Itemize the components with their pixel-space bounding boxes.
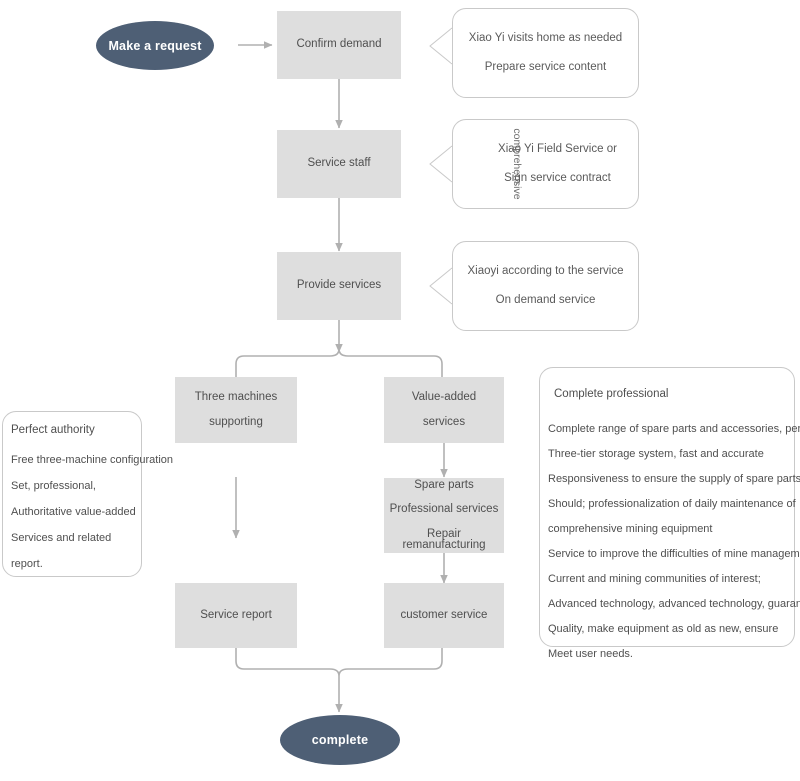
step-provide-services[interactable]: Provide services <box>277 252 401 320</box>
panel-line: Current and mining communities of intere… <box>548 573 761 585</box>
panel-perfect-authority-title: Perfect authority <box>11 424 95 436</box>
step-service-report[interactable]: Service report <box>175 583 297 648</box>
step-service-report-label: Service report <box>200 608 272 621</box>
panel-line: Quality, make equipment as old as new, e… <box>548 623 779 635</box>
merge-brace <box>235 647 443 677</box>
panel-line: Meet user needs. <box>548 648 633 660</box>
callout-provide-line1: Xiaoyi according to the service <box>467 265 624 277</box>
callout-staff-line1: Xiao Yi Field Service or <box>498 143 617 155</box>
panel-perfect-authority[interactable]: Perfect authority Free three-machine con… <box>2 411 174 577</box>
step-service-staff[interactable]: Service staff <box>277 130 401 198</box>
step-spare-parts-line2: Professional services <box>389 503 499 515</box>
end-terminator-label: complete <box>311 733 369 747</box>
step-three-machines-supporting[interactable]: Three machines supporting <box>175 377 297 443</box>
step-spare-parts-line1: Spare parts <box>414 478 474 491</box>
callout-tail-staff <box>429 145 453 183</box>
step-three-machines-line1: Three machines <box>194 391 278 403</box>
callout-provide-line2: On demand service <box>495 293 596 306</box>
panel-line: Advanced technology, advanced technology… <box>548 598 800 610</box>
start-terminator-label: Make a request <box>108 38 202 53</box>
panel-complete-professional-lines: Complete range of spare parts and access… <box>548 423 800 660</box>
callout-provide-services[interactable]: Xiaoyi according to the service On deman… <box>452 241 639 331</box>
step-customer-service[interactable]: customer service <box>384 583 504 648</box>
callout-tail-confirm <box>429 27 453 65</box>
callout-tail-provide <box>429 267 453 305</box>
split-brace <box>235 348 443 378</box>
callout-confirm-demand[interactable]: Xiao Yi visits home as needed Prepare se… <box>452 8 639 98</box>
panel-perfect-authority-lines: Free three-machine configuration Set, pr… <box>11 454 174 570</box>
step-confirm-demand-label: Confirm demand <box>296 38 382 51</box>
step-customer-service-label: customer service <box>400 608 488 621</box>
panel-line: Free three-machine configuration <box>11 454 174 466</box>
step-confirm-demand[interactable]: Confirm demand <box>277 11 401 79</box>
panel-line: report. <box>11 558 43 570</box>
panel-line: Three-tier storage system, fast and accu… <box>548 448 764 460</box>
end-terminator[interactable]: complete <box>280 715 400 765</box>
step-service-staff-label: Service staff <box>307 157 371 170</box>
panel-line: Complete range of spare parts and access… <box>548 423 800 435</box>
callout-confirm-line1: Xiao Yi visits home as needed <box>468 32 623 44</box>
panel-line: Set, professional, <box>11 480 96 492</box>
panel-complete-professional-title: Complete professional <box>554 388 669 400</box>
panel-line: Services and related <box>11 532 112 544</box>
step-value-added-line1: Value-added <box>411 391 477 403</box>
callout-confirm-line2: Prepare service content <box>484 60 607 73</box>
panel-line: Service to improve the difficulties of m… <box>548 548 800 560</box>
step-provide-services-label: Provide services <box>296 279 382 292</box>
callout-staff-side-label: comprehensive <box>510 128 523 200</box>
callout-staff-line2: Sign service contract <box>504 171 611 184</box>
callout-service-staff[interactable]: comprehensive Xiao Yi Field Service or S… <box>452 119 639 209</box>
panel-line: Responsiveness to ensure the supply of s… <box>548 473 800 485</box>
step-three-machines-line2: supporting <box>209 415 263 428</box>
step-spare-parts-line3: Repair remanufacturing <box>402 527 486 551</box>
step-spare-parts[interactable]: Spare parts Professional services Repair… <box>384 478 504 553</box>
step-value-added-services[interactable]: Value-added services <box>384 377 504 443</box>
panel-complete-professional[interactable]: Complete professional Complete range of … <box>539 367 800 660</box>
step-value-added-line2: services <box>422 415 466 428</box>
panel-line: comprehensive mining equipment <box>548 523 713 535</box>
panel-line: Authoritative value-added <box>11 506 136 518</box>
panel-line: Should; professionalization of daily mai… <box>548 498 796 510</box>
start-terminator[interactable]: Make a request <box>96 21 214 70</box>
